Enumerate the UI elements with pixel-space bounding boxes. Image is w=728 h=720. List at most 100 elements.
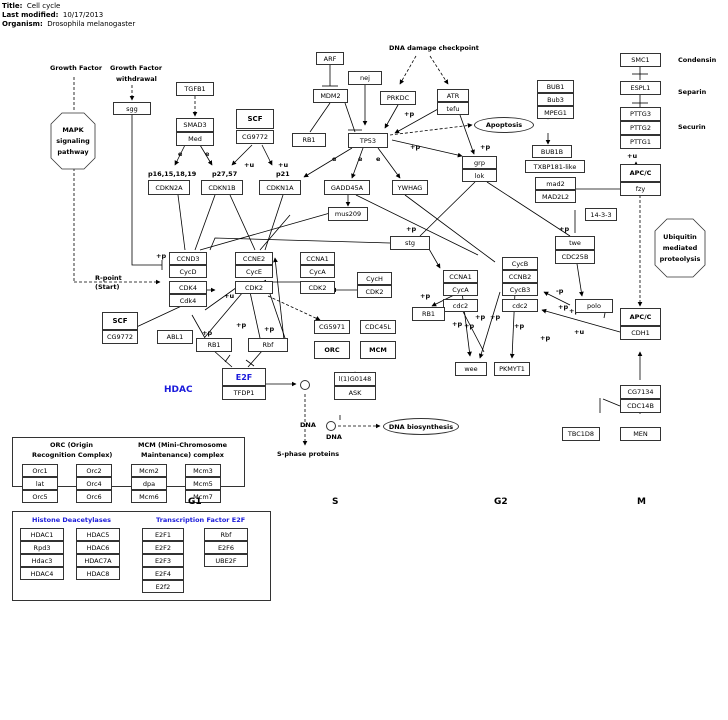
node-cdc45l[interactable]: CDC45L <box>360 320 396 334</box>
e2f1[interactable]: E2F1 <box>142 528 184 541</box>
hdac7a[interactable]: HDAC7A <box>76 554 120 567</box>
node-pttg2[interactable]: PTTG2 <box>620 121 661 135</box>
node-cdk4-b[interactable]: Cdk4 <box>169 294 207 307</box>
hdac8[interactable]: HDAC8 <box>76 567 120 580</box>
orc6[interactable]: Orc6 <box>76 490 112 503</box>
node-cdc25b[interactable]: CDC25B <box>555 250 595 264</box>
node-nej[interactable]: nej <box>348 71 382 85</box>
e2f2-fly[interactable]: E2f2 <box>142 580 184 593</box>
node-cdc14b[interactable]: CDC14B <box>620 399 661 413</box>
hdac1[interactable]: HDAC1 <box>20 528 64 541</box>
node-tp53[interactable]: TP53 <box>348 133 388 148</box>
node-ccna1-g2[interactable]: CCNA1 <box>443 270 478 283</box>
node-rb1-g2[interactable]: RB1 <box>412 307 445 321</box>
node-twe[interactable]: twe <box>555 236 595 250</box>
node-fzy[interactable]: fzy <box>620 182 661 196</box>
orc4[interactable]: Orc4 <box>76 477 112 490</box>
node-tgfb1[interactable]: TGFB1 <box>176 82 214 96</box>
node-dna-biosynthesis[interactable]: DNA biosynthesis <box>383 418 459 435</box>
node-apc-c-bottom[interactable]: APC/C <box>620 308 661 326</box>
hdac6[interactable]: HDAC6 <box>76 541 120 554</box>
node-cycb[interactable]: CycB <box>502 257 538 270</box>
node-rb1-g1[interactable]: RB1 <box>196 338 232 352</box>
orc1[interactable]: Orc1 <box>22 464 58 477</box>
node-mus209[interactable]: mus209 <box>328 207 368 221</box>
node-mdm2[interactable]: MDM2 <box>313 89 348 103</box>
e2f3[interactable]: E2F3 <box>142 554 184 567</box>
node-ywhag[interactable]: YWHAG <box>392 180 428 195</box>
node-wee[interactable]: wee <box>455 362 487 376</box>
node-mad2l2[interactable]: MAD2L2 <box>535 190 576 203</box>
node-sgg[interactable]: sgg <box>113 102 151 115</box>
e2f4[interactable]: E2F4 <box>142 567 184 580</box>
node-lok[interactable]: lok <box>462 169 497 182</box>
node-l1g0148[interactable]: l(1)G0148 <box>334 372 376 386</box>
node-cych[interactable]: CycH <box>357 272 392 285</box>
node-grp[interactable]: grp <box>462 156 497 169</box>
hdac5[interactable]: HDAC5 <box>76 528 120 541</box>
node-orc[interactable]: ORC <box>314 341 350 359</box>
node-bub3[interactable]: Bub3 <box>537 93 574 106</box>
node-med[interactable]: Med <box>176 132 214 146</box>
node-men[interactable]: MEN <box>620 427 661 441</box>
node-pttg3[interactable]: PTTG3 <box>620 107 661 121</box>
node-cycd[interactable]: CycD <box>169 265 207 278</box>
node-smad3[interactable]: SMAD3 <box>176 118 214 132</box>
lat[interactable]: lat <box>22 477 58 490</box>
mcm5[interactable]: Mcm5 <box>185 477 221 490</box>
node-apoptosis[interactable]: Apoptosis <box>474 117 534 133</box>
node-tfdp1[interactable]: TFDP1 <box>222 386 266 400</box>
ube2f[interactable]: UBE2F <box>204 554 248 567</box>
node-smc1[interactable]: SMC1 <box>620 53 661 67</box>
mapk-pathway-node[interactable]: MAPK signaling pathway <box>50 112 96 170</box>
node-cg7134[interactable]: CG7134 <box>620 385 661 399</box>
node-cdk2-e[interactable]: CDK2 <box>235 281 273 294</box>
node-cycb3[interactable]: CycB3 <box>502 283 538 296</box>
node-pkmyt1[interactable]: PKMYT1 <box>494 362 530 376</box>
node-ask[interactable]: ASK <box>334 386 376 400</box>
node-cdh1[interactable]: CDH1 <box>620 326 661 340</box>
mcm7[interactable]: Mcm7 <box>185 490 221 503</box>
node-txbp181-like[interactable]: TXBP181-like <box>525 160 585 173</box>
node-cyce[interactable]: CycE <box>235 265 273 278</box>
node-cyca-g2[interactable]: CycA <box>443 283 478 296</box>
node-cg9772[interactable]: CG9772 <box>236 130 274 144</box>
node-mad2[interactable]: mad2 <box>535 177 576 190</box>
node-cdc2-a[interactable]: cdc2 <box>443 299 478 312</box>
node-cyca[interactable]: CycA <box>300 265 335 278</box>
node-atr[interactable]: ATR <box>437 89 469 102</box>
node-apc-c-top[interactable]: APC/C <box>620 164 661 182</box>
node-rb1-top[interactable]: RB1 <box>292 133 326 147</box>
node-cg9772-g1[interactable]: CG9772 <box>102 330 138 344</box>
mcm2[interactable]: Mcm2 <box>131 464 167 477</box>
node-cdkn1a[interactable]: CDKN1A <box>259 180 301 195</box>
node-gadd45a[interactable]: GADD45A <box>324 180 370 195</box>
node-ccne2[interactable]: CCNE2 <box>235 252 273 265</box>
node-tefu[interactable]: tefu <box>437 102 469 115</box>
node-stg[interactable]: stg <box>390 236 430 250</box>
node-arf[interactable]: ARF <box>316 52 344 65</box>
node-scf[interactable]: SCF <box>236 109 274 129</box>
hdac3[interactable]: Hdac3 <box>20 554 64 567</box>
node-ccnd3[interactable]: CCND3 <box>169 252 207 265</box>
node-cdkn1b[interactable]: CDKN1B <box>201 180 243 195</box>
node-cdk4[interactable]: CDK4 <box>169 281 207 294</box>
rpd3[interactable]: Rpd3 <box>20 541 64 554</box>
rbf-legend[interactable]: Rbf <box>204 528 248 541</box>
node-cdkn2a[interactable]: CDKN2A <box>148 180 190 195</box>
node-cg5971[interactable]: CG5971 <box>314 320 350 334</box>
orc2[interactable]: Orc2 <box>76 464 112 477</box>
hdac4[interactable]: HDAC4 <box>20 567 64 580</box>
mcm3[interactable]: Mcm3 <box>185 464 221 477</box>
node-ccna1[interactable]: CCNA1 <box>300 252 335 265</box>
node-mpeg1[interactable]: MPEG1 <box>537 106 574 119</box>
node-prkdc[interactable]: PRKDC <box>380 91 416 105</box>
node-cdc2-b[interactable]: cdc2 <box>502 299 538 312</box>
node-bub1[interactable]: BUB1 <box>537 80 574 93</box>
e2f6[interactable]: E2F6 <box>204 541 248 554</box>
node-rbf[interactable]: Rbf <box>248 338 288 352</box>
e2f2[interactable]: E2F2 <box>142 541 184 554</box>
mcm6[interactable]: Mcm6 <box>131 490 167 503</box>
node-pttg1[interactable]: PTTG1 <box>620 135 661 149</box>
node-14-3-3[interactable]: 14-3-3 <box>585 208 617 221</box>
